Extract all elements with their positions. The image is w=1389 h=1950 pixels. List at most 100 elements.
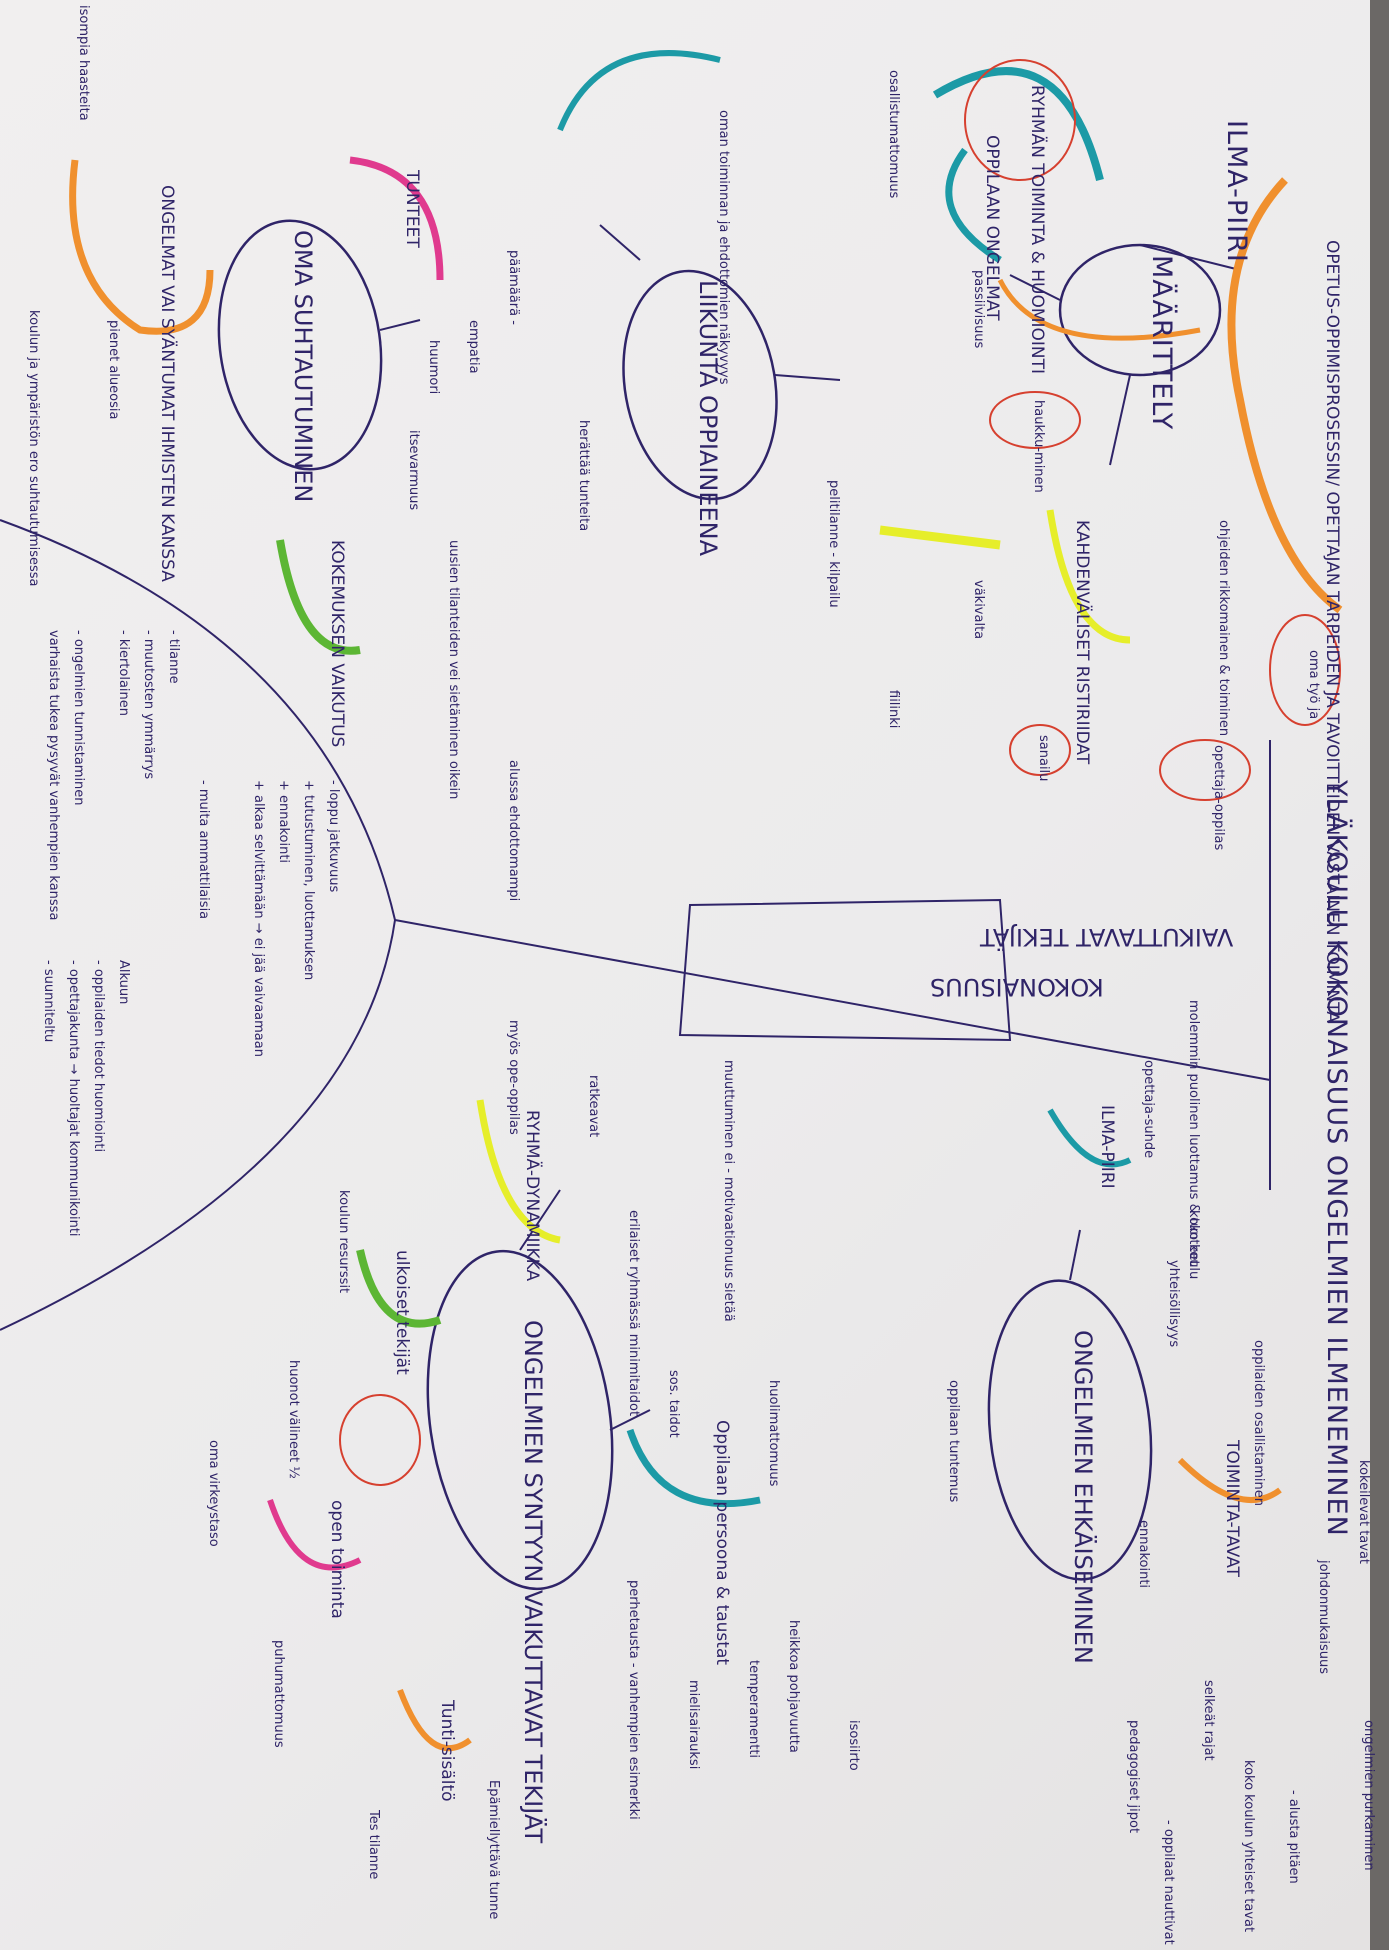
label-peliti: pelitilanne - kilpailu bbox=[826, 480, 841, 608]
note-tuntemus: - ongelmien tunnistaminen bbox=[71, 630, 86, 806]
node-opetus: OPETUS-OPPIMISPROSESSIN/ OPETTAJAN TARPE… bbox=[1322, 240, 1342, 1023]
label-isosiirto: isosiirto bbox=[846, 1720, 861, 1771]
pink-arc-open bbox=[267, 1499, 362, 1571]
note-loppu-jatkuvuus: - loppu jatkuvuus bbox=[326, 780, 341, 893]
orange-arc-tuntisisalto bbox=[397, 1688, 472, 1752]
label-paamaara: päämäärä - bbox=[506, 250, 521, 325]
label-itsevarmuus: itsevarmuus bbox=[406, 430, 421, 511]
label-empatia: empatia bbox=[466, 320, 481, 374]
label-ohjeiden: ohjeiden rikkomainen & toiminen bbox=[1216, 520, 1231, 737]
label-uusien: uusien tilanteiden vei sietäminen oikein bbox=[446, 540, 461, 800]
label-oppilaat-nauttivat: - oppilaat nauttivat bbox=[1161, 1820, 1176, 1945]
node-toimintatavat: TOIMINTA-TAVAT bbox=[1222, 1440, 1242, 1577]
oval-ehkaiseminen bbox=[987, 1279, 1153, 1581]
node-oppilaan-persoona: Oppilaan persoona & taustat bbox=[712, 1420, 732, 1666]
label-huumori: huumori bbox=[426, 340, 441, 395]
label-mielisairauksi: mielisairauksi bbox=[686, 1680, 701, 1770]
yellow-bar bbox=[879, 525, 1001, 550]
oval-liikunta bbox=[622, 269, 778, 501]
teal-arc-ilmapiiri bbox=[1047, 1108, 1132, 1168]
oval-synty bbox=[426, 1249, 614, 1591]
note-alkuun: Alkuun bbox=[116, 960, 131, 1005]
label-koko-koulu: koko koulu bbox=[1186, 1210, 1201, 1280]
label-kokonaisuus: KOKONAISUUS bbox=[930, 973, 1104, 1001]
orange-arc-toimintatavat bbox=[1177, 1457, 1282, 1503]
orange-arc bbox=[997, 278, 1201, 341]
label-vakivalta: väkivalta bbox=[971, 580, 986, 640]
label-vaikuttavat: VAIKUTTAVAT TEKIJÄT bbox=[980, 923, 1234, 951]
label-johdonmukaisuus: johdonmukaisuus bbox=[1316, 1560, 1331, 1675]
node-tuntisisalto: Tunti-sisältö bbox=[437, 1700, 457, 1802]
note-kiertolainen: - kiertolainen bbox=[116, 630, 131, 717]
note-tuntuminen: + tutustuminen, luottamuksen bbox=[301, 780, 316, 981]
label-oppilaiden-osallistaminen: oppilaiden osallistaminen bbox=[1251, 1340, 1266, 1506]
note-ennakointi: + ennakointi bbox=[276, 780, 291, 864]
label-opettaja-suhde: opettaja-suhde bbox=[1141, 1060, 1156, 1159]
oval-synty-label: ONGELMIEN SYNTYYN VAIKUTTAVAT TEKIJÄT bbox=[519, 1320, 547, 1844]
label-koulun: koulun ja ympäristön ero suhtautumisessa bbox=[26, 310, 41, 587]
note-muutosten: - muutosten ymmärrys bbox=[141, 630, 156, 780]
yellow-arc-ryhma bbox=[476, 1099, 561, 1244]
green-arc bbox=[276, 539, 361, 655]
node-ulkoiset: ulkoiset tekijät bbox=[392, 1250, 412, 1375]
node-ryhman: RYHMÄN TOIMINTA & HUOMIOINTI bbox=[1027, 85, 1047, 375]
oval-oma bbox=[217, 219, 383, 471]
oval-maarittely-label: MÄÄRITTELY bbox=[1146, 255, 1177, 431]
label-alusta-pitaen: - alusta pitäen bbox=[1286, 1790, 1301, 1884]
teal-arc-left bbox=[557, 50, 721, 132]
label-opettaja-oppilas: opettaja-oppilas bbox=[1211, 745, 1226, 851]
label-fiilinki: fiilinki bbox=[886, 690, 901, 729]
label-ennakointi: ennakointi bbox=[1136, 1520, 1151, 1589]
node-kahdenvaliset: KAHDENVÄLISET RISTIRIIDAT bbox=[1072, 520, 1092, 765]
node-tunteet: TUNTEET bbox=[402, 170, 422, 248]
red-circle-sanailu bbox=[1009, 724, 1071, 776]
orange-arc-ongelmat bbox=[69, 159, 214, 335]
note-alkaa-selvittaa: + alkaa selvittämään → ei jää vaivaamaan bbox=[251, 780, 266, 1057]
label-sos-taidot: sos. taidot bbox=[666, 1370, 681, 1438]
label-tes-tilanne: Tes tilanne bbox=[366, 1810, 381, 1880]
oval-maarittely bbox=[1058, 243, 1222, 377]
label-sanailu: sanailu bbox=[1036, 735, 1051, 782]
label-passiivisuus: passiivisuus bbox=[971, 270, 986, 349]
node-ongelmat-ihmiset: ONGELMAT VAI SYÄNTUMAT IHMISTEN KANSSA bbox=[157, 185, 177, 582]
note-varhaista: varhaista tukea pysyvät vanhempien kanss… bbox=[46, 630, 61, 921]
red-circle-ryhman bbox=[964, 59, 1076, 181]
label-ratkeavat: ratkeavat bbox=[586, 1075, 601, 1138]
note-oppilaiden-tiedot: - oppilaiden tiedot huomiointi bbox=[91, 960, 106, 1153]
label-yhteisollisyys: yhteisöllisyys bbox=[1166, 1260, 1181, 1348]
node-kokemuksen: KOKEMUKSEN VAIKUTUS bbox=[327, 540, 347, 748]
pink-arc-tunteet bbox=[349, 156, 444, 281]
label-oma-virkeys: oma virkeystaso bbox=[206, 1440, 221, 1547]
oval-ehkaiseminen-label: ONGELMIEN EHKÄISEMINEN bbox=[1069, 1330, 1097, 1664]
center-box bbox=[678, 898, 1012, 1042]
label-epamielyttava: Epämiellyttävä tunne bbox=[486, 1780, 501, 1920]
label-kokeilevat: kokeilevat tavat bbox=[1356, 1460, 1371, 1565]
label-vanhempien-esimerkki: perhetausta - vanhempien esimerkki bbox=[626, 1580, 641, 1820]
label-selkeat: selkeät rajat bbox=[1201, 1680, 1216, 1761]
orange-bracket bbox=[1227, 177, 1343, 614]
red-circle-edellisen bbox=[339, 1394, 421, 1486]
label-haukkuminen: haukku-minen bbox=[1031, 400, 1046, 493]
label-isompia: isompia haasteita bbox=[76, 5, 91, 121]
label-huolimattomuus: huolimattomuus bbox=[766, 1380, 781, 1487]
yellow-arc bbox=[1046, 509, 1131, 644]
divider-line bbox=[394, 919, 1271, 1081]
label-myos-ope: myös ope-oppilas bbox=[506, 1020, 521, 1135]
label-osallistumattomuus: osallistumattomuus bbox=[886, 70, 901, 199]
label-koko-koulun: koko koulun yhteiset tavat bbox=[1241, 1760, 1256, 1933]
node-open: open toiminta bbox=[327, 1500, 347, 1619]
teal-arc-oppilaan bbox=[945, 147, 1002, 263]
label-kouluohjaus: koulun resurssit bbox=[336, 1190, 351, 1294]
label-oma-tyo: oma työ ja bbox=[1306, 650, 1321, 720]
label-pedagogiset: pedagogiset jipot bbox=[1126, 1720, 1141, 1834]
note-opettajakunta: - opettajakunta → huoltajat kommunikoint… bbox=[66, 960, 81, 1237]
label-ryhmassa: erilaiset ryhmässä minimitaidot bbox=[626, 1210, 641, 1417]
note-muita-ammatti: - muita ammattilaisia bbox=[196, 780, 211, 920]
node-ilmapiiri: ILMA-PIIRI bbox=[1097, 1105, 1117, 1189]
label-herattaa: herättää tunteita bbox=[576, 420, 591, 532]
label-oppilaiden-tuntemus: oppilaan tuntemus bbox=[946, 1380, 961, 1503]
node-ryhmadynamiikka: RYHMÄ-DYNAMIIKKA bbox=[522, 1110, 542, 1282]
label-ongelmien-purkaminen: ongelmien purkaminen bbox=[1361, 1720, 1376, 1871]
teal-arc-persoona bbox=[626, 1428, 761, 1508]
